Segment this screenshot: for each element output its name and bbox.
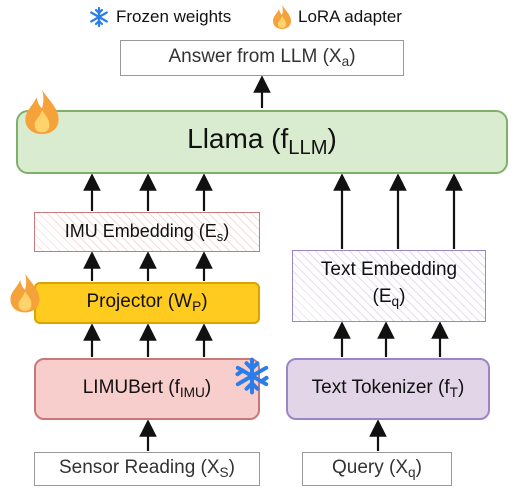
legend-lora-label: LoRA adapter: [298, 7, 402, 26]
snowflake-icon: [235, 357, 269, 395]
query-label: Query (Xq): [332, 457, 422, 481]
text-embedding-line1: Text Embedding: [320, 259, 458, 281]
legend-frozen-label: Frozen weights: [116, 7, 232, 26]
llama-label: Llama (fLLM): [187, 123, 337, 160]
query-box: Query (Xq): [302, 452, 452, 486]
imu-embedding-label: IMU Embedding (Es): [64, 220, 230, 244]
text-tokenizer-label: Text Tokenizer (fT): [311, 377, 465, 401]
flame-icon: [25, 89, 59, 135]
text-embedding-box: Text Embedding (Eq): [292, 250, 486, 322]
sensor-reading-box: Sensor Reading (XS): [34, 452, 260, 486]
flame-icon: [273, 5, 291, 29]
legend-lora: LoRA adapter: [272, 4, 402, 30]
text-embedding-line2: (Eq): [372, 286, 406, 310]
llama-box: Llama (fLLM): [16, 110, 508, 174]
limubert-box: LIMUBert (fIMU): [34, 358, 260, 420]
imu-embedding-box: IMU Embedding (Es): [34, 212, 260, 252]
text-tokenizer-box: Text Tokenizer (fT): [286, 358, 490, 420]
answer-label: Answer from LLM (Xa): [168, 46, 356, 70]
snowflake-icon: [90, 6, 108, 28]
answer-box: Answer from LLM (Xa): [120, 40, 404, 76]
limubert-label: LIMUBert (fIMU): [82, 377, 212, 401]
projector-box: Projector (WP): [34, 282, 260, 324]
sensor-reading-label: Sensor Reading (XS): [59, 457, 235, 481]
flame-icon: [10, 273, 40, 313]
legend-frozen: Frozen weights: [88, 6, 231, 28]
projector-label: Projector (WP): [86, 291, 208, 315]
